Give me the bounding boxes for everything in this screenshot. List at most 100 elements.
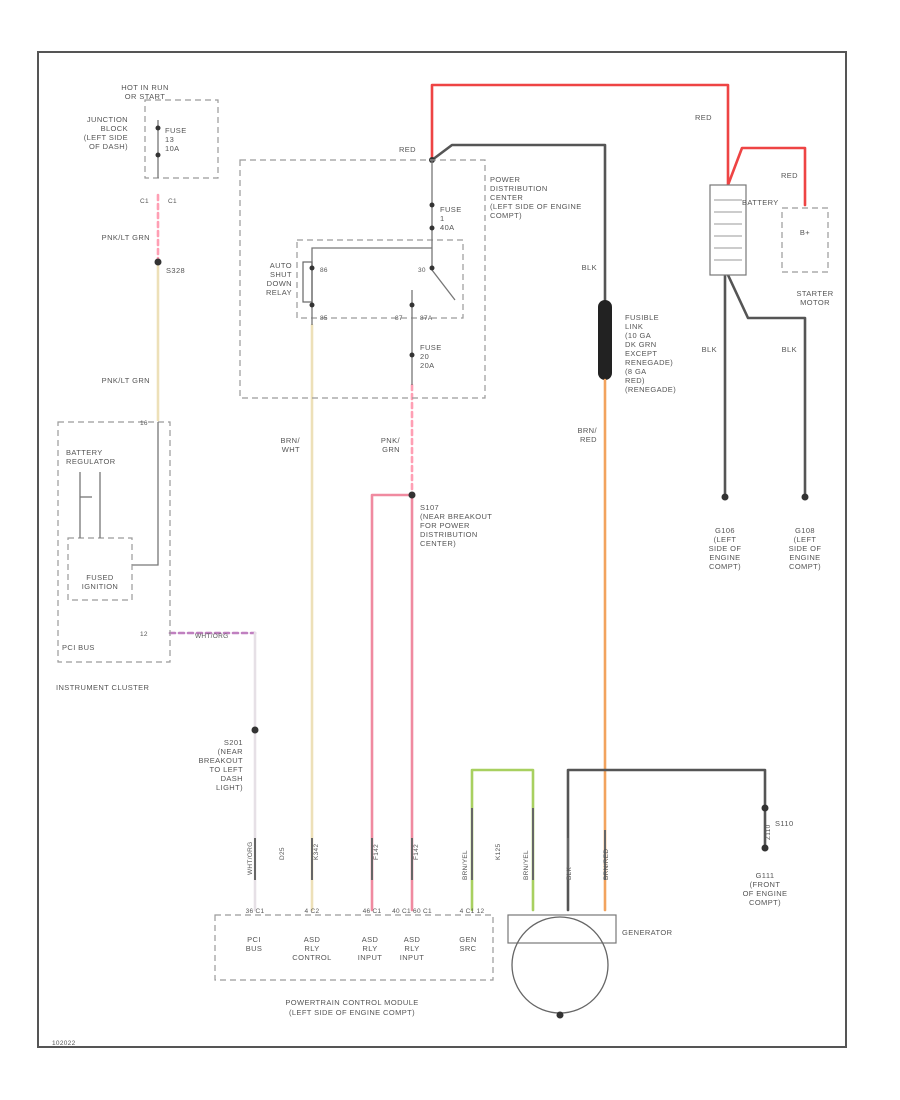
label-fuse-20-line-1: FUSE [420, 343, 442, 352]
label-wire-code-7: K125 [495, 844, 502, 860]
relay-pin-85 [309, 302, 315, 308]
label-g111-line-3: OF ENGINE [743, 889, 788, 898]
label-fuse-13-line-2: 13 [165, 135, 174, 144]
label-brn-wht-line-2: WHT [282, 445, 300, 454]
label-pnk-grn-line-1: PNK/ [381, 436, 401, 445]
label-ic-pin-top: 16 [140, 420, 148, 427]
label-pcm-pin-1: 36 C1 [246, 908, 265, 915]
label-brn-red-line-2: RED [580, 435, 597, 444]
label-fuse-1-line-1: FUSE [440, 205, 462, 214]
label-wire-code-3: K342 [313, 844, 320, 860]
fusible-link [598, 300, 612, 380]
pdc-box [239, 159, 486, 399]
label-s201-line-6: LIGHT) [216, 783, 243, 792]
label-starter-motor-line-2: MOTOR [800, 298, 830, 307]
label-fusible-link-line-9: (RENEGADE) [625, 385, 676, 394]
generator-housing [507, 914, 617, 944]
label-blk-right: BLK [782, 345, 797, 354]
label-pcm-box-2-line-2: RLY [304, 944, 319, 953]
label-relay-30: 30 [418, 267, 426, 274]
label-pcm-line-1: POWERTRAIN CONTROL MODULE [285, 998, 418, 1007]
label-fuse-1-line-2: 1 [440, 214, 445, 223]
battery-box [709, 184, 747, 276]
label-g108-line-3: SIDE OF [789, 544, 822, 553]
label-fused-ignition-line-2: IGNITION [82, 582, 119, 591]
ground-g111 [761, 844, 769, 852]
label-pcm-box-4-line-1: ASD [404, 935, 421, 944]
label-fusible-link-line-1: FUSIBLE [625, 313, 659, 322]
label-g108-line-1: G108 [795, 526, 815, 535]
label-pcm-pin-2: 4 C2 [305, 908, 320, 915]
label-fusible-link-line-8: RED) [625, 376, 645, 385]
label-blk-left: BLK [702, 345, 717, 354]
splice-s201 [251, 726, 259, 734]
label-ic-pin-bottom: 12 [140, 631, 148, 638]
label-wire-code-5: F142 [413, 844, 420, 860]
label-relay-86: 86 [320, 267, 328, 274]
label-pcm-box-4-line-3: INPUT [400, 953, 425, 962]
splice-s328 [154, 258, 162, 266]
label-c1-right: C1 [168, 198, 177, 205]
label-b-plus: B+ [800, 228, 810, 237]
junction-block-box [144, 99, 219, 179]
wire-blk-gen-ground [566, 768, 767, 912]
label-s107-line-3: FOR POWER [420, 521, 470, 530]
label-blk-fusible: BLK [582, 263, 597, 272]
ic-regulator-wires [79, 472, 101, 538]
label-g106-line-1: G106 [715, 526, 735, 535]
ground-g106 [721, 493, 729, 501]
label-s107-line-5: CENTER) [420, 539, 456, 548]
diagram-frame [37, 51, 847, 1048]
label-fuse-13-line-1: FUSE [165, 126, 187, 135]
fuse-1-term-top [429, 202, 435, 208]
label-pcm-box-5-line-2: SRC [459, 944, 476, 953]
starter-motor-box [781, 207, 829, 273]
label-s201-line-1: S201 [224, 738, 243, 747]
label-s201-line-4: TO LEFT [210, 765, 244, 774]
fuse-20-term [409, 352, 415, 358]
wire-red-top [430, 83, 730, 187]
label-fuse-13-line-3: 10A [165, 144, 180, 153]
label-g106-line-3: SIDE OF [709, 544, 742, 553]
label-pdc-line-3: CENTER [490, 193, 523, 202]
label-asd-relay-line-4: RELAY [266, 288, 292, 297]
wire-connector-marks [254, 808, 606, 880]
label-pcm-box-1-line-1: PCI [247, 935, 261, 944]
relay-pin-30 [429, 265, 435, 271]
label-pdc-line-2: DISTRIBUTION [490, 184, 548, 193]
label-s107-line-1: S107 [420, 503, 439, 512]
label-pcm-pin-5: 4 C1 12 [460, 908, 485, 915]
ground-g108 [801, 493, 809, 501]
label-wire-code-9: BRN/RED [603, 849, 610, 880]
label-s110: S110 [775, 819, 794, 828]
label-relay-87: 87 [395, 315, 403, 322]
label-junction-block-line-3: (LEFT SIDE [84, 133, 128, 142]
label-pcm-box-5-line-1: GEN [459, 935, 476, 944]
label-junction-block-line-2: BLOCK [101, 124, 128, 133]
label-wire-code-1: WHT/ORG [247, 841, 254, 875]
wire-red-starter [726, 146, 807, 207]
label-wire-code-6: BRN/YEL [462, 850, 469, 880]
label-pnk-ltgrn-mid: PNK/LT GRN [102, 376, 150, 385]
label-g108-line-5: COMPT) [789, 562, 821, 571]
label-pcm-box-4-line-2: RLY [404, 944, 419, 953]
label-fusible-link-line-7: (8 GA [625, 367, 647, 376]
label-pnk-ltgrn-top: PNK/LT GRN [102, 233, 150, 242]
label-g106-line-2: (LEFT [714, 535, 737, 544]
label-wire-code-4: F142 [373, 844, 380, 860]
label-fusible-link-line-2: LINK [625, 322, 643, 331]
fuse-13-term-bottom [155, 152, 161, 158]
label-junction-block-line-4: OF DASH) [89, 142, 128, 151]
label-wire-code-11: Z110 [765, 824, 772, 840]
relay-pin-86 [309, 265, 315, 271]
asd-relay-box [296, 239, 464, 319]
label-battery-regulator-line-2: REGULATOR [66, 457, 116, 466]
label-pdc-line-1: POWER [490, 175, 521, 184]
label-brn-red-line-1: BRN/ [577, 426, 597, 435]
label-g111-line-2: (FRONT [750, 880, 781, 889]
label-generator: GENERATOR [622, 928, 673, 937]
label-relay-85: 85 [320, 315, 328, 322]
label-fused-ignition-line-1: FUSED [86, 573, 114, 582]
